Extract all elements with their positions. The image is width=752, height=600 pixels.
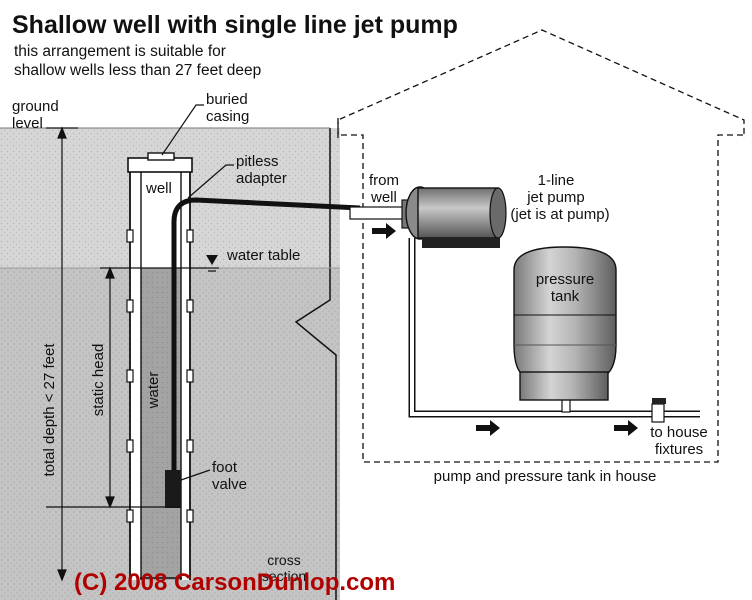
flow-arrows: [372, 223, 638, 436]
label-well: well: [145, 180, 172, 197]
label-from-well-1: from: [369, 172, 399, 189]
label-ground-1: ground: [12, 98, 59, 115]
label-buried-casing-1: buried: [206, 91, 248, 108]
jet-pump: [349, 186, 507, 248]
dimension-lines: [46, 126, 206, 582]
label-jet-pump-1: 1-line: [538, 172, 575, 189]
pressure-tank: [513, 246, 617, 401]
label-buried-casing-2: casing: [206, 108, 249, 125]
caption-pump-and-tank: pump and pressure tank in house: [434, 468, 657, 485]
house-outline: [337, 29, 745, 463]
subtitle-line-2: shallow wells less than 27 feet deep: [14, 62, 261, 79]
label-jet-pump-3: (jet is at pump): [510, 206, 609, 223]
label-pressure-tank-1: pressure: [536, 271, 594, 288]
label-total-depth: total depth < 27 feet: [41, 343, 58, 477]
copyright-text: (C) 2008 CarsonDunlop.com: [74, 569, 395, 596]
label-static-head: static head: [90, 344, 107, 417]
label-jet-pump-2: jet pump: [526, 189, 585, 206]
label-to-house-fixtures-1: to house: [650, 424, 708, 441]
label-cross-section-2: section: [262, 568, 306, 584]
subtitle-line-1: this arrangement is suitable for: [14, 43, 226, 60]
label-pitless-adapter-2: adapter: [236, 170, 287, 187]
label-water: water: [145, 372, 162, 410]
title: Shallow well with single line jet pump: [12, 11, 458, 39]
label-ground-2: level: [12, 115, 43, 132]
label-water-table: water table: [226, 247, 300, 264]
label-cross-section-1: cross: [267, 552, 300, 568]
house-piping: [408, 238, 700, 423]
label-foot-valve-2: valve: [212, 476, 247, 493]
label-from-well-2: well: [370, 189, 397, 206]
water-table-marker: [205, 255, 219, 272]
suction-pipe: [165, 197, 361, 508]
label-pitless-adapter-1: pitless: [236, 153, 279, 170]
label-pressure-tank-2: tank: [551, 288, 580, 305]
label-foot-valve-1: foot: [212, 459, 238, 476]
label-to-house-fixtures-2: fixtures: [655, 441, 703, 458]
well-casing: [126, 152, 194, 580]
